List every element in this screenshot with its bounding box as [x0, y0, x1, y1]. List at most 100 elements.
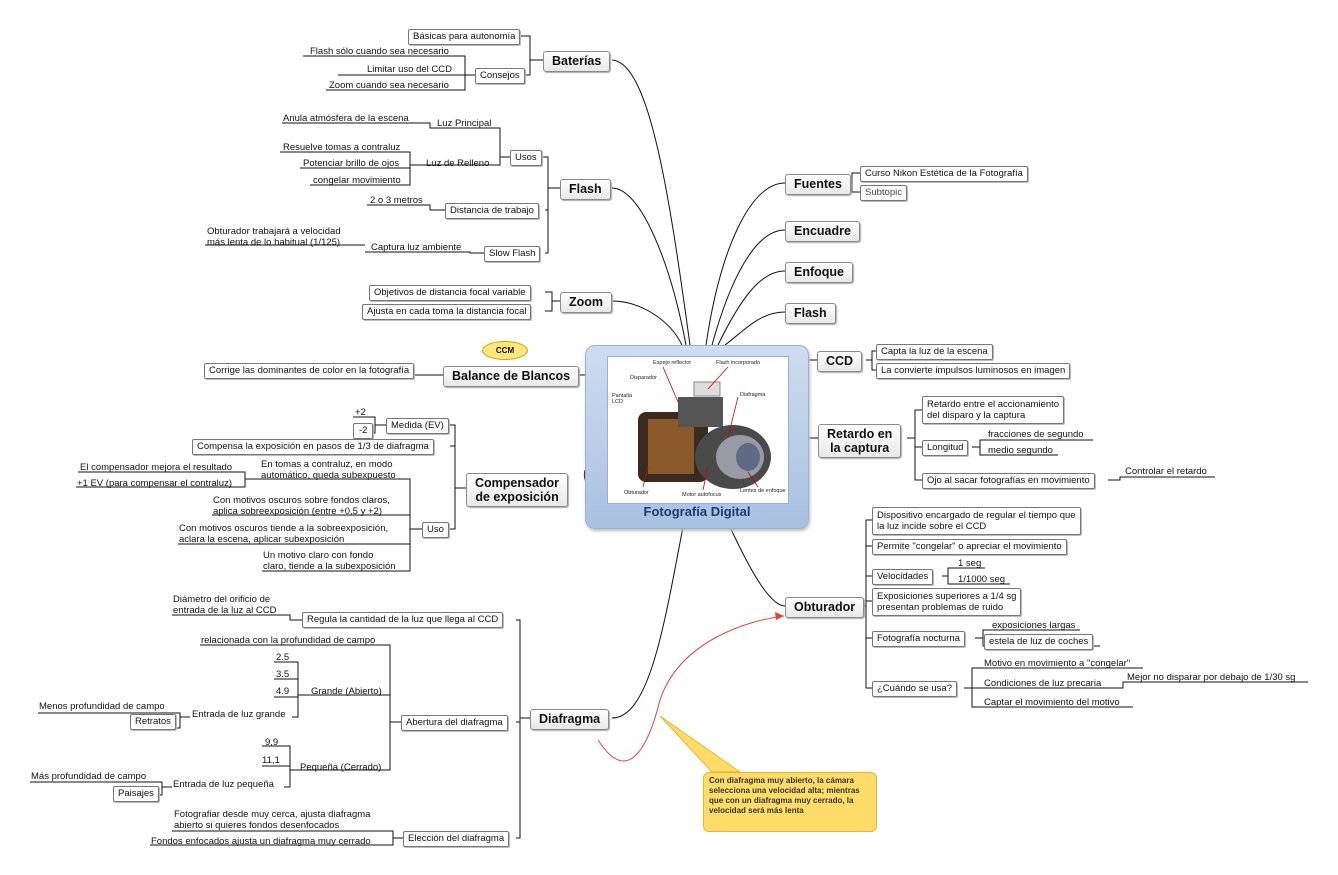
node-limitar[interactable]: Limitar uso del CCD [367, 64, 452, 75]
node-claro-2[interactable]: claro, tiende a la subexposición [263, 561, 396, 572]
node-mas[interactable]: Más profundidad de campo [31, 771, 147, 782]
node-subtopic[interactable]: Subtopic [860, 185, 907, 201]
topic-compensador[interactable]: Compensador de exposición [466, 473, 569, 507]
topic-fuentes[interactable]: Fuentes [785, 174, 851, 195]
node-luz-relleno[interactable]: Luz de Relleno [426, 158, 490, 169]
node-congelar[interactable]: congelar movimiento [313, 175, 401, 186]
node-flash-solo[interactable]: Flash sólo cuando sea necesario [310, 46, 449, 57]
node-entrada-pequena[interactable]: Entrada de luz pequeña [173, 779, 274, 790]
topic-encuadre[interactable]: Encuadre [785, 221, 860, 242]
node-v35[interactable]: 3.5 [276, 669, 290, 680]
topic-balance[interactable]: Balance de Blancos [443, 366, 580, 387]
node-curso[interactable]: Curso Nikon Estética de la Fotografía [860, 166, 1028, 182]
node-plus2[interactable]: +2 [355, 407, 366, 418]
node-plus1[interactable]: +1 EV (para compensar el contraluz) [77, 478, 232, 489]
node-oscuros-b-1[interactable]: Con motivos oscuros tiende a la sobreexp… [179, 523, 389, 534]
node-abertura[interactable]: Abertura del diafragma [401, 715, 508, 731]
node-oscuros-1[interactable]: Con motivos oscuros sobre fondos claros, [213, 495, 390, 506]
node-medida[interactable]: Medida (EV) [386, 418, 449, 434]
node-slow-flash[interactable]: Slow Flash [484, 246, 541, 262]
topic-retardo[interactable]: Retardo en la captura [818, 424, 902, 458]
node-zoom-cuando[interactable]: Zoom cuando sea necesario [329, 80, 449, 91]
node-contraluz-2[interactable]: automático, queda subexpuesto [261, 470, 396, 481]
node-medio[interactable]: medio segundo [988, 445, 1053, 456]
node-v25[interactable]: 2.5 [276, 652, 290, 663]
node-condiciones[interactable]: Condiciones de luz precaria [984, 678, 1102, 689]
topic-flash-left[interactable]: Flash [560, 179, 611, 200]
node-velocidades[interactable]: Velocidades [872, 569, 934, 585]
node-expo-largas[interactable]: exposiciones largas [992, 620, 1076, 631]
node-luz-principal[interactable]: Luz Principal [437, 118, 492, 129]
topic-zoom[interactable]: Zoom [560, 292, 613, 313]
node-cuando[interactable]: ¿Cuándo se usa? [872, 681, 957, 697]
node-fracciones[interactable]: fracciones de segundo [988, 429, 1084, 440]
label-flash-incorporado: Flash incorporado [716, 360, 761, 366]
node-regula[interactable]: Regula la cantidad de la luz que llega a… [302, 612, 504, 628]
node-mejor[interactable]: Mejor no disparar por debajo de 1/30 sg [1127, 672, 1296, 683]
node-nocturna[interactable]: Fotografía nocturna [872, 631, 965, 647]
node-dos-tres[interactable]: 2 o 3 metros [370, 195, 423, 206]
topic-flash-right[interactable]: Flash [785, 303, 836, 324]
node-pequena[interactable]: Pequeña (Cerrado) [300, 762, 382, 773]
node-capta[interactable]: Capta la luz de la escena [876, 344, 993, 360]
node-seg1000[interactable]: 1/1000 seg [958, 574, 1006, 585]
node-menos[interactable]: Menos profundidad de campo [39, 701, 165, 712]
node-estela[interactable]: estela de luz de coches [984, 634, 1094, 650]
node-claro-1[interactable]: Un motivo claro con fondo [263, 550, 374, 561]
node-grande[interactable]: Grande (Abierto) [311, 686, 382, 697]
node-uso[interactable]: Uso [422, 522, 449, 538]
node-entrada-grande[interactable]: Entrada de luz grande [192, 709, 286, 720]
node-seg1[interactable]: 1 seg [958, 558, 982, 569]
node-motivo[interactable]: Motivo en movimiento a "congelar" [984, 658, 1131, 669]
node-exposiciones[interactable]: Exposiciones superiores a 1/4 sg present… [872, 588, 1022, 616]
node-oscuros-2[interactable]: aplica sobreexposición (entre +0,5 y +2) [213, 506, 382, 517]
node-relacionada[interactable]: relacionada con la profundidad de campo [201, 635, 376, 646]
node-contraluz-1[interactable]: En tomas a contraluz, en modo [261, 459, 393, 470]
topic-enfoque[interactable]: Enfoque [785, 262, 853, 283]
node-convierte[interactable]: La convierte impulsos luminosos en image… [876, 363, 1071, 379]
node-anula[interactable]: Anula atmósfera de la escena [283, 113, 409, 124]
node-mejora[interactable]: El compensador mejora el resultado [80, 462, 233, 473]
topic-diafragma[interactable]: Diafragma [530, 709, 610, 730]
node-cerca-1[interactable]: Fotografiar desde muy cerca, ajusta diaf… [174, 809, 371, 820]
topic-ccd[interactable]: CCD [817, 351, 863, 372]
node-longitud[interactable]: Longitud [922, 440, 969, 456]
topic-baterias[interactable]: Baterías [543, 51, 611, 72]
node-fondos[interactable]: Fondos enfocados ajusta un diafragma muy… [151, 836, 371, 847]
node-ojo[interactable]: Ojo al sacar fotografías en movimiento [922, 473, 1095, 489]
topic-obturador[interactable]: Obturador [785, 597, 865, 618]
node-v99[interactable]: 9,9 [265, 737, 279, 748]
node-eleccion[interactable]: Elección del diafragma [403, 831, 510, 847]
node-oscuros-b-2[interactable]: aclara la escena, aplicar subexposición [179, 534, 345, 545]
node-paisajes[interactable]: Paisajes [113, 786, 159, 802]
node-obturador-lento-2[interactable]: más lenta de lo habitual (1/125) [207, 237, 341, 248]
node-consejos[interactable]: Consejos [475, 68, 525, 84]
node-obturador-lento-1[interactable]: Obturador trabajará a velocidad [207, 226, 341, 237]
node-corrige[interactable]: Corrige las dominantes de color en la fo… [204, 363, 415, 379]
node-retratos[interactable]: Retratos [130, 714, 176, 730]
node-permite[interactable]: Permite "congelar" o apreciar el movimie… [872, 539, 1067, 555]
node-usos[interactable]: Usos [510, 150, 542, 166]
node-ajusta[interactable]: Ajusta en cada toma la distancia focal [362, 304, 532, 320]
node-resuelve[interactable]: Resuelve tomas a contraluz [283, 142, 401, 153]
node-potenciar[interactable]: Potenciar brillo de ojos [303, 158, 400, 169]
diafragma-callout[interactable]: Con diafragma muy abierto, la cámara sel… [703, 772, 877, 832]
node-v111[interactable]: 11,1 [262, 755, 280, 766]
node-cerca-2[interactable]: abierto si quieres fondos desenfocados [174, 820, 340, 831]
compensador-label-1: Compensador [475, 476, 560, 490]
central-topic[interactable]: Espejo reflector Flash incorporado Dispa… [585, 345, 809, 529]
node-retardo-def[interactable]: Retardo entre el accionamiento del dispa… [922, 396, 1065, 424]
node-controlar[interactable]: Controlar el retardo [1125, 466, 1207, 477]
node-minus2[interactable]: -2 [353, 423, 374, 439]
node-diametro-2[interactable]: entrada de la luz al CCD [173, 605, 277, 616]
node-captura[interactable]: Captura luz ambiente [371, 242, 462, 253]
node-v49[interactable]: 4.9 [276, 686, 290, 697]
node-distancia[interactable]: Distancia de trabajo [445, 203, 539, 219]
node-objetivos[interactable]: Objetivos de distancia focal variable [369, 285, 531, 301]
node-captar[interactable]: Captar el movimiento del motivo [984, 697, 1120, 708]
node-compensa[interactable]: Compensa la exposición en pasos de 1/3 d… [192, 439, 434, 455]
node-dispositivo[interactable]: Dispositivo encargado de regular el tiem… [872, 507, 1081, 535]
node-diametro-1[interactable]: Diámetro del orificio de [173, 594, 271, 605]
node-basicas[interactable]: Básicas para autonomía [408, 29, 521, 45]
retardo-def-2: del disparo y la captura [927, 410, 1026, 421]
